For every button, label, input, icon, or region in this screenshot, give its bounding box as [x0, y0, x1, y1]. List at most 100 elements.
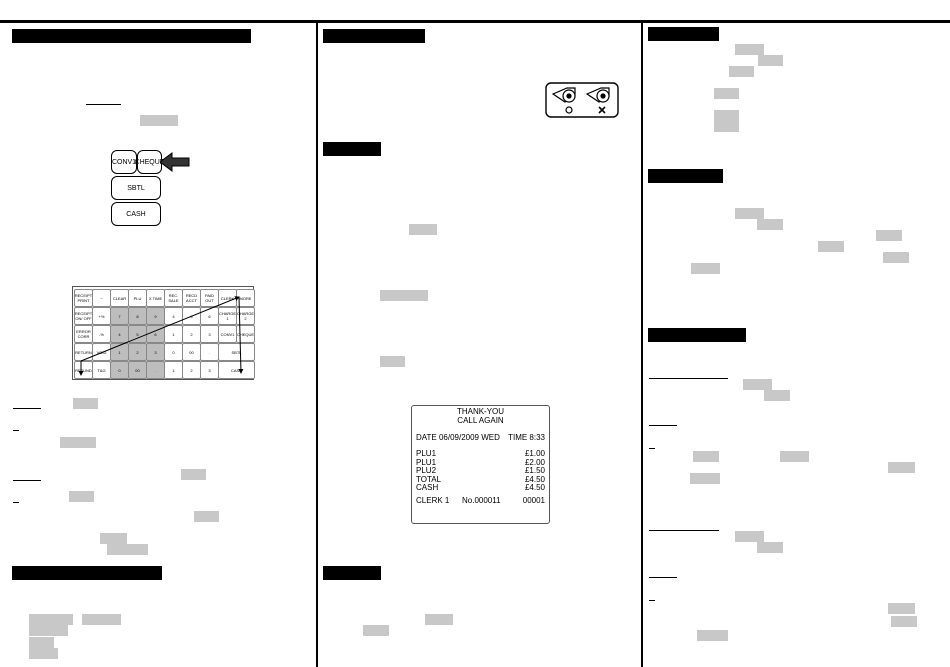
- highlight-box: [697, 630, 728, 641]
- highlight-box: [714, 88, 739, 99]
- receipt-item-name: TOTAL: [416, 474, 442, 484]
- sbtl-key-label: SBTL: [127, 184, 145, 192]
- underline: [649, 378, 728, 379]
- conv1-key: CONV1: [111, 150, 137, 174]
- highlight-box: [757, 542, 783, 553]
- highlight-box: [758, 55, 783, 66]
- highlight-box: [735, 531, 764, 542]
- highlight-box: [691, 263, 720, 274]
- highlight-box: [140, 115, 178, 126]
- highlight-box: [82, 614, 121, 625]
- highlight-box: [380, 356, 405, 367]
- keyboard-key: ERROR CORR: [74, 325, 93, 343]
- cheque-key-label: CHEQUE: [134, 158, 165, 166]
- cash-key: CASH: [111, 202, 161, 226]
- highlight-box: [107, 544, 148, 555]
- paper-roll-icon: [545, 82, 619, 118]
- highlight-box: [714, 110, 739, 132]
- highlight-box: [69, 491, 94, 502]
- highlight-box: [100, 533, 127, 544]
- highlight-box: [29, 625, 68, 636]
- highlight-box: [380, 290, 428, 301]
- highlight-box: [693, 451, 719, 462]
- highlight-box: [883, 252, 909, 263]
- section-header-bar: [323, 142, 381, 156]
- keyboard-key: CHARGE 2: [236, 307, 255, 325]
- highlight-box: [425, 614, 453, 625]
- receipt-item-price: £1.50: [524, 466, 545, 475]
- receipt-item-name: PLU2: [416, 466, 437, 475]
- highlight-box: [757, 219, 783, 230]
- cheque-key: CHEQUE: [134, 150, 165, 174]
- receipt-clerk: CLERK 1: [416, 496, 450, 505]
- receipt-number: No.000011: [462, 496, 501, 505]
- highlight-box: [735, 44, 764, 55]
- underline: [13, 480, 41, 481]
- highlight-box: [409, 224, 437, 235]
- section-header-bar: [648, 328, 746, 342]
- keyboard-diagonal-arrows: [78, 296, 244, 376]
- receipt-on-icon: [551, 87, 576, 114]
- keyboard-key: SBTL: [218, 343, 255, 361]
- highlight-box: [888, 603, 915, 614]
- keyboard-key: CLEAR: [110, 289, 129, 307]
- arrow-left-icon: [160, 152, 190, 172]
- highlight-box: [194, 511, 219, 522]
- highlight-box: [729, 66, 754, 77]
- section-header-bar: [648, 169, 723, 183]
- receipt-item-name: PLU1: [416, 457, 437, 467]
- underline: [649, 577, 677, 578]
- section-header-bar: [12, 29, 251, 43]
- column-divider: [316, 22, 318, 667]
- receipt-date: DATE 06/09/2009 WED: [416, 433, 500, 442]
- receipt-header-2: CALL AGAIN: [457, 416, 504, 425]
- receipt-off-icon: [585, 87, 610, 114]
- highlight-box: [780, 451, 809, 462]
- section-header-bar: [323, 566, 381, 580]
- highlight-box: [60, 437, 96, 448]
- receipt-time: TIME 8:33: [508, 433, 545, 442]
- receipt-item-name: PLU1: [416, 449, 437, 458]
- underline: [649, 600, 655, 601]
- keyboard-key: 1: [164, 361, 183, 379]
- conv1-key-label: CONV1: [111, 158, 137, 166]
- receipt-item-price: £4.50: [524, 483, 545, 492]
- keyboard-key: CHEQUE: [236, 325, 255, 343]
- highlight-box: [743, 379, 772, 390]
- highlight-box: [735, 208, 764, 219]
- underline: [649, 425, 677, 426]
- keyboard-key: 7: [110, 307, 129, 325]
- underline: [13, 502, 19, 503]
- highlight-box: [73, 398, 98, 409]
- highlight-box: [818, 241, 844, 252]
- receipt-item-price: £2.00: [524, 457, 545, 467]
- column-divider: [641, 22, 643, 667]
- highlight-box: [888, 462, 915, 473]
- receipt-item-price: £1.00: [524, 449, 545, 458]
- receipt-item-price: £4.50: [524, 474, 545, 484]
- keyboard-key: CASH: [218, 361, 255, 379]
- underline: [649, 530, 719, 531]
- cash-key-label: CASH: [126, 210, 146, 218]
- underline: [13, 430, 19, 431]
- keyboard-key: 9: [146, 307, 165, 325]
- section-header-bar: [648, 27, 719, 41]
- sbtl-key: SBTL: [111, 176, 161, 200]
- receipt-code: 00001: [522, 496, 545, 505]
- underline: [649, 448, 655, 449]
- highlight-box: [876, 230, 902, 241]
- top-rule: [0, 20, 950, 23]
- receipt-item-name: CASH: [416, 483, 439, 492]
- highlight-box: [363, 625, 389, 636]
- highlight-box: [891, 616, 917, 627]
- highlight-box: [29, 648, 58, 659]
- section-header-bar: [323, 29, 425, 43]
- highlight-box: [764, 390, 790, 401]
- section-header-bar: [12, 566, 162, 580]
- sample-receipt: THANK-YOU CALL AGAIN DATE 06/09/2009 WED…: [411, 405, 550, 524]
- underline: [13, 408, 41, 409]
- highlight-box: [690, 473, 720, 484]
- highlight-box: [181, 469, 206, 480]
- highlight-box: [29, 637, 54, 648]
